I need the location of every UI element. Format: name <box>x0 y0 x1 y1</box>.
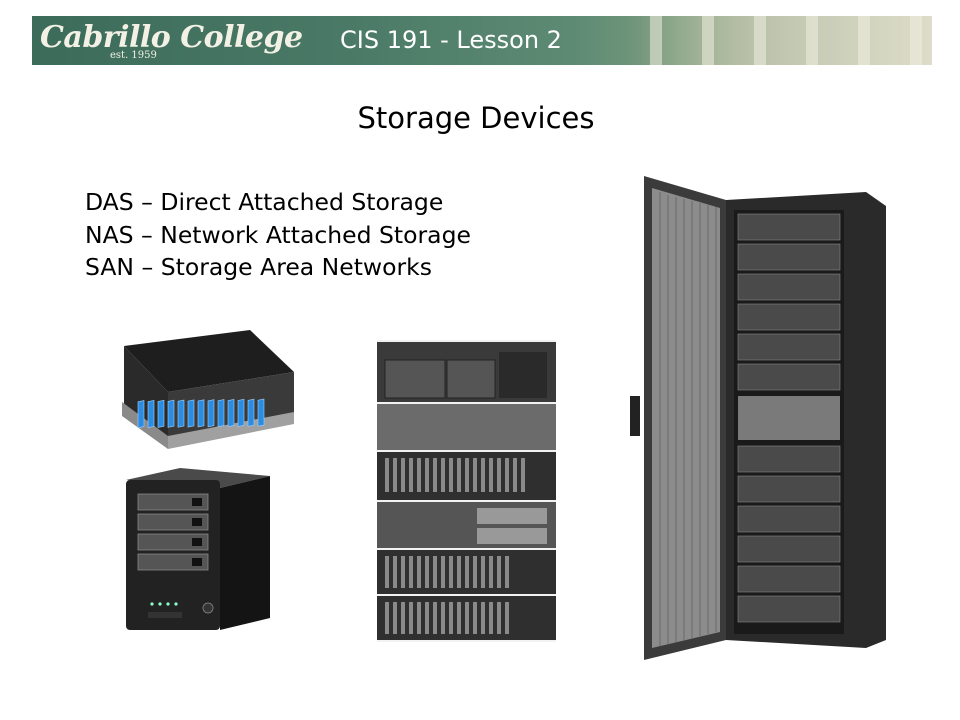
banner-photo <box>632 16 932 65</box>
das-storage-image <box>122 330 294 449</box>
bullet-nas: NAS – Network Attached Storage <box>85 220 471 249</box>
nas-storage-image <box>126 468 270 630</box>
san-cabinet-image <box>630 170 895 666</box>
header-banner: Cabrillo College est. 1959 CIS 191 - Les… <box>32 16 932 65</box>
bullet-list: DAS – Direct Attached Storage NAS – Netw… <box>85 186 471 284</box>
page-title: Storage Devices <box>357 101 595 135</box>
bullet-san: SAN – Storage Area Networks <box>85 253 433 281</box>
college-logo: Cabrillo College <box>40 20 303 55</box>
server-rack-image <box>377 340 556 642</box>
banner-title: CIS 191 - Lesson 2 <box>340 26 562 54</box>
bullet-das: DAS – Direct Attached Storage <box>85 188 444 216</box>
college-logo-est: est. 1959 <box>110 50 157 61</box>
